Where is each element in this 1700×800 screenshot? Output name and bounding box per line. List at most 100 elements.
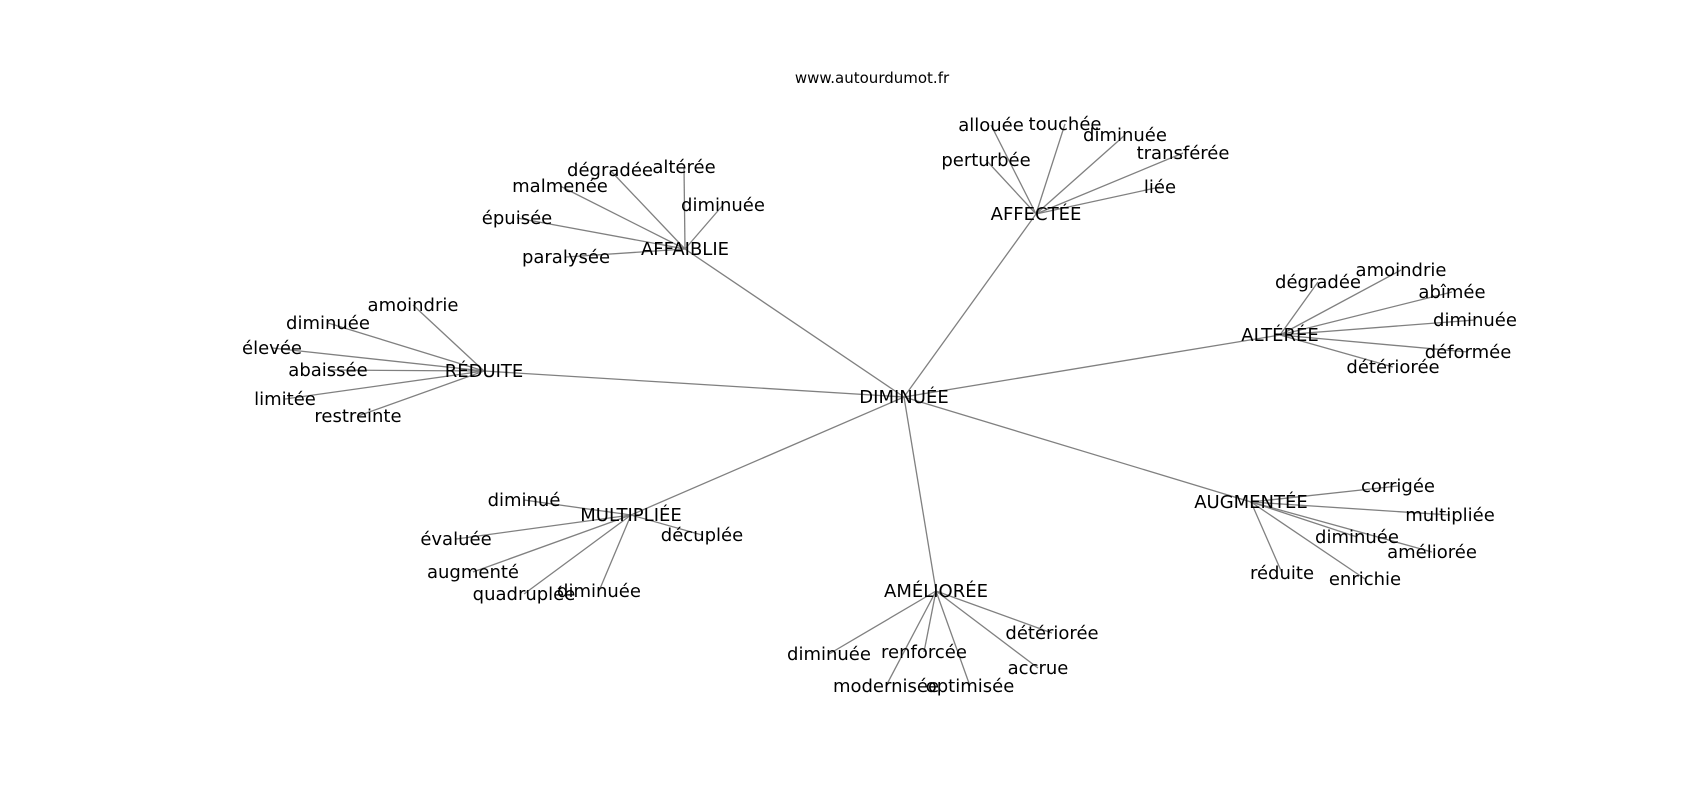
- leaf-word[interactable]: limitée: [254, 389, 316, 410]
- edge-g-alteree-leaf-2: [1279, 291, 1453, 336]
- group-word[interactable]: ALTÉRÉE: [1241, 324, 1318, 346]
- edge-g-affectee-leaf-0: [990, 124, 1037, 215]
- leaf-word[interactable]: multipliée: [1405, 505, 1495, 526]
- edge-g-multipliee-leaf-0: [523, 499, 632, 516]
- leaf-word[interactable]: diminuée: [286, 313, 370, 334]
- leaf-word[interactable]: abaissée: [288, 360, 367, 381]
- edge-g-amelioree-leaf-0: [935, 590, 1053, 634]
- group-word[interactable]: MULTIPLIÉE: [580, 504, 682, 526]
- edge-g-alteree-leaf-4: [1279, 334, 1469, 353]
- edge-g-reduite-leaf-3: [327, 369, 485, 372]
- edge-center-g-affectee: [903, 213, 1037, 398]
- leaf-word[interactable]: accrue: [1008, 658, 1069, 679]
- leaf-word[interactable]: diminuée: [681, 195, 765, 216]
- edge-g-amelioree-leaf-4: [885, 590, 937, 687]
- leaf-word[interactable]: améliorée: [1387, 542, 1477, 563]
- leaf-word[interactable]: diminué: [488, 490, 561, 511]
- graph-edges: [271, 123, 1476, 687]
- edge-g-reduite-leaf-2: [271, 347, 485, 372]
- leaf-word[interactable]: dégradée: [1275, 272, 1361, 293]
- edge-g-alteree-leaf-3: [1279, 319, 1476, 336]
- leaf-word[interactable]: quadruplée: [473, 584, 576, 605]
- edge-g-multipliee-leaf-5: [598, 514, 632, 592]
- leaf-word[interactable]: altérée: [652, 157, 715, 178]
- leaf-word[interactable]: dégradée: [567, 160, 653, 181]
- edge-center-g-alteree: [903, 334, 1281, 398]
- edge-g-alteree-leaf-0: [1279, 281, 1319, 336]
- edge-center-g-affaiblie: [684, 248, 905, 398]
- edge-g-amelioree-leaf-3: [935, 590, 1039, 669]
- edge-g-augmentee-leaf-0: [1250, 485, 1399, 503]
- edge-g-multipliee-leaf-2: [630, 514, 703, 536]
- edge-g-affaiblie-leaf-0: [609, 169, 686, 250]
- edge-g-affectee-leaf-3: [985, 159, 1037, 215]
- leaf-word[interactable]: évaluée: [420, 529, 491, 550]
- leaf-word[interactable]: amoindrie: [1356, 260, 1447, 281]
- leaf-word[interactable]: diminuée: [787, 644, 871, 665]
- leaf-word[interactable]: réduite: [1250, 563, 1314, 584]
- leaf-word[interactable]: détériorée: [1005, 623, 1098, 644]
- edge-center-g-amelioree: [903, 396, 937, 592]
- leaf-word[interactable]: perturbée: [941, 150, 1030, 171]
- group-word[interactable]: AFFAIBLIE: [641, 239, 729, 260]
- edge-g-affaiblie-leaf-4: [516, 217, 686, 250]
- leaf-word[interactable]: paralysée: [522, 247, 610, 268]
- leaf-word[interactable]: élevée: [242, 338, 302, 359]
- edge-g-affaiblie-leaf-2: [559, 185, 686, 250]
- edge-g-reduite-leaf-0: [412, 304, 485, 372]
- edge-g-multipliee-leaf-1: [455, 514, 632, 540]
- edge-g-multipliee-leaf-3: [472, 514, 632, 573]
- leaf-word[interactable]: détériorée: [1346, 357, 1439, 378]
- leaf-word[interactable]: restreinte: [314, 406, 401, 427]
- group-word[interactable]: AUGMENTÉE: [1194, 491, 1308, 513]
- edge-g-affectee-leaf-2: [1035, 134, 1126, 215]
- edge-g-affectee-leaf-5: [1035, 186, 1161, 215]
- leaf-word[interactable]: modernisée: [833, 676, 939, 697]
- edge-center-g-augmentee: [903, 396, 1252, 503]
- leaf-word[interactable]: décuplée: [661, 525, 743, 546]
- edge-g-affaiblie-leaf-1: [683, 166, 686, 250]
- edge-g-augmentee-leaf-2: [1250, 501, 1358, 538]
- leaf-word[interactable]: liée: [1144, 177, 1176, 198]
- leaf-word[interactable]: amoindrie: [368, 295, 459, 316]
- group-word[interactable]: RÉDUITE: [445, 360, 524, 382]
- leaf-word[interactable]: touchée: [1029, 114, 1102, 135]
- leaf-word[interactable]: diminuée: [1083, 125, 1167, 146]
- edge-g-reduite-leaf-4: [284, 370, 485, 400]
- edge-g-augmentee-leaf-5: [1250, 501, 1366, 580]
- leaf-word[interactable]: corrigée: [1361, 476, 1435, 497]
- group-word[interactable]: AMÉLIORÉE: [884, 580, 988, 602]
- edge-center-g-reduite: [483, 370, 905, 398]
- leaf-word[interactable]: enrichie: [1329, 569, 1401, 590]
- edge-g-augmentee-leaf-3: [1250, 501, 1433, 553]
- group-word[interactable]: AFFECTÉE: [991, 203, 1082, 225]
- leaf-word[interactable]: diminuée: [557, 581, 641, 602]
- leaf-word[interactable]: optimisée: [926, 676, 1015, 697]
- edge-g-multipliee-leaf-4: [523, 514, 632, 595]
- leaf-word[interactable]: épuisée: [482, 208, 552, 229]
- edge-g-augmentee-leaf-4: [1250, 501, 1283, 574]
- leaf-word[interactable]: augmenté: [427, 562, 519, 583]
- edge-g-alteree-leaf-5: [1279, 334, 1394, 368]
- edge-g-amelioree-leaf-5: [935, 590, 971, 687]
- leaf-word[interactable]: renforcée: [881, 642, 967, 663]
- edge-g-affectee-leaf-4: [1035, 152, 1184, 215]
- leaf-word[interactable]: diminuée: [1315, 527, 1399, 548]
- leaf-word[interactable]: allouée: [958, 115, 1024, 136]
- leaf-word[interactable]: transférée: [1137, 143, 1230, 164]
- edge-g-affectee-leaf-1: [1035, 123, 1066, 215]
- edge-center-g-multipliee: [630, 396, 905, 516]
- edge-g-affaiblie-leaf-5: [565, 248, 686, 258]
- center-word[interactable]: DIMINUÉE: [859, 386, 948, 408]
- edge-g-reduite-leaf-5: [357, 370, 485, 417]
- site-url[interactable]: www.autourdumot.fr: [795, 69, 950, 87]
- edge-g-affaiblie-leaf-3: [684, 204, 724, 250]
- leaf-word[interactable]: déformée: [1425, 342, 1512, 363]
- leaf-word[interactable]: malmenée: [512, 176, 608, 197]
- edge-g-alteree-leaf-1: [1279, 269, 1402, 336]
- leaf-word[interactable]: abîmée: [1418, 282, 1485, 303]
- leaf-word[interactable]: diminuée: [1433, 310, 1517, 331]
- edge-g-amelioree-leaf-1: [828, 590, 937, 655]
